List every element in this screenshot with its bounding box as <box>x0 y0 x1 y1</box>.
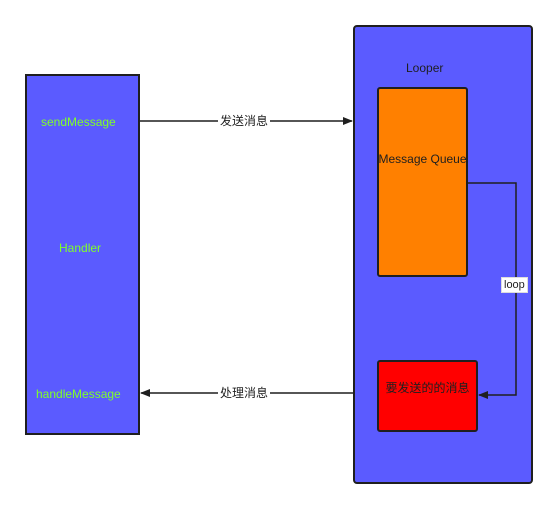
message-queue-box <box>377 87 468 277</box>
handler-label: Handler <box>59 241 102 255</box>
message-queue-label: Message Queue <box>378 152 467 166</box>
handler-box <box>25 74 140 435</box>
handle-arrow-label: 处理消息 <box>218 385 271 401</box>
pending-message-box <box>377 360 478 432</box>
pending-message-label: 要发送的的消息 <box>385 381 470 395</box>
loop-label: loop <box>501 277 528 293</box>
looper-label: Looper <box>406 61 444 75</box>
send-arrow-label: 发送消息 <box>218 113 271 129</box>
send-message-label: sendMessage <box>41 115 116 129</box>
handle-message-label: handleMessage <box>36 387 121 401</box>
